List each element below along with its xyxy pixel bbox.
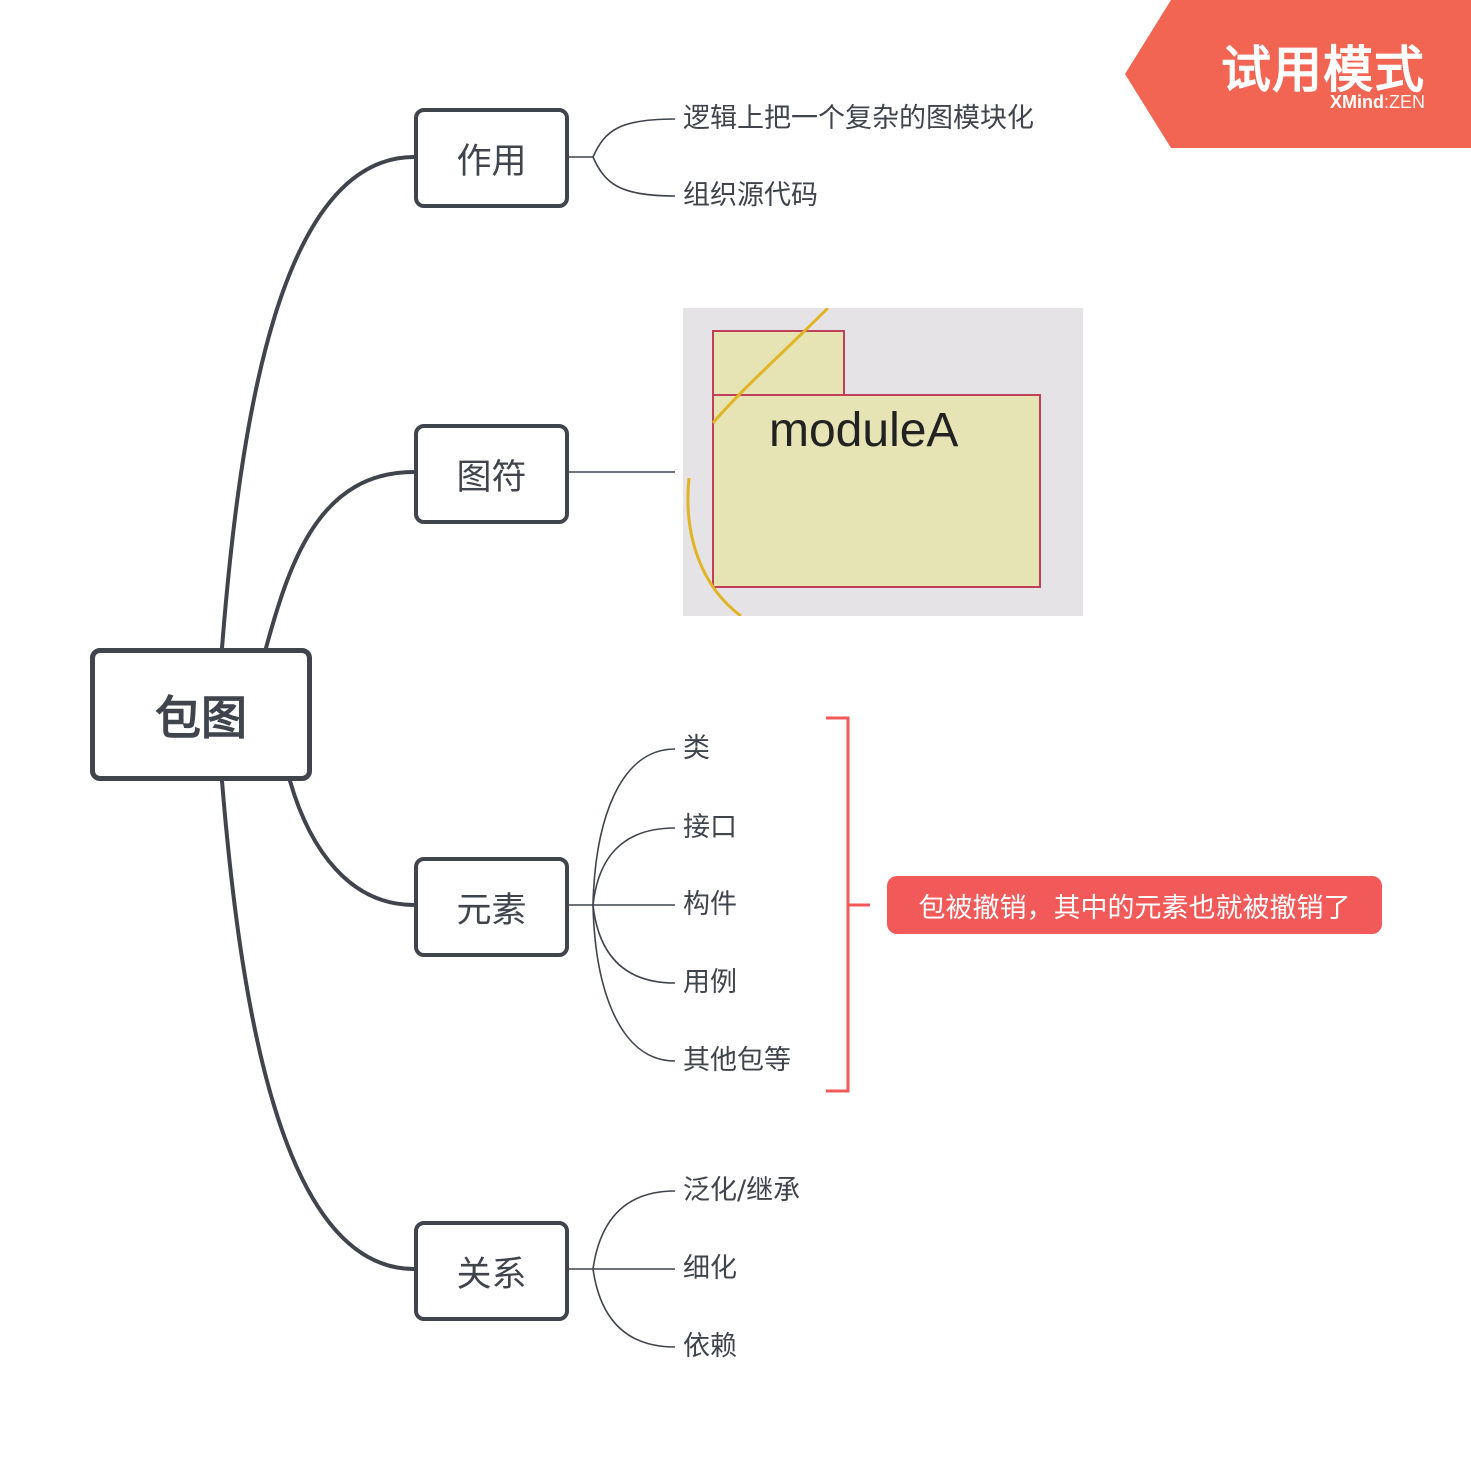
topic-yuansu[interactable]: 元素 — [414, 857, 569, 957]
package-symbol-image[interactable]: moduleA — [683, 308, 1083, 616]
central-topic[interactable]: 包图 — [90, 648, 312, 781]
brand-edition: ZEN — [1389, 92, 1425, 112]
package-name-label: moduleA — [769, 404, 958, 457]
sub-line-zuoyong-2 — [592, 156, 676, 197]
brand-name: XMind — [1329, 92, 1384, 112]
sub-line-zuoyong-1 — [568, 118, 676, 158]
topic-guanxi[interactable]: 关系 — [414, 1221, 569, 1321]
badge-shape — [1125, 0, 1471, 148]
sub-line-yuansu-4 — [592, 904, 676, 984]
sub-line-guanxi-1 — [568, 1190, 676, 1270]
subtopic-generalization[interactable]: 泛化/继承 — [683, 1175, 801, 1206]
topic-tufu[interactable]: 图符 — [414, 424, 569, 524]
branch-line-zuoyong — [220, 155, 416, 650]
sub-line-yuansu-1 — [568, 748, 676, 906]
sub-line-yuansu-2 — [592, 827, 676, 906]
subtopic-other-packages[interactable]: 其他包等 — [683, 1045, 791, 1076]
subtopic-refinement[interactable]: 细化 — [683, 1253, 737, 1284]
brand-separator: : — [1383, 92, 1389, 112]
xmind-zen-logo: XMind:ZEN — [1330, 92, 1425, 113]
summary-bracket — [826, 716, 870, 1093]
branch-line-tufu — [264, 470, 416, 650]
topic-zuoyong[interactable]: 作用 — [414, 108, 569, 208]
branch-line-yuansu — [288, 779, 416, 907]
summary-callout[interactable]: 包被撤销，其中的元素也就被撤销了 — [887, 876, 1382, 934]
subtopic-dependency[interactable]: 依赖 — [683, 1331, 737, 1362]
subtopic-modularize[interactable]: 逻辑上把一个复杂的图模块化 — [683, 103, 1034, 134]
subtopic-component[interactable]: 构件 — [683, 889, 737, 920]
sub-line-guanxi-3 — [592, 1268, 676, 1348]
subtopic-organize-source[interactable]: 组织源代码 — [683, 180, 818, 211]
subtopic-interface[interactable]: 接口 — [683, 812, 737, 843]
subtopic-use-case[interactable]: 用例 — [683, 967, 737, 998]
sub-line-yuansu-5 — [592, 904, 676, 1062]
subtopic-class[interactable]: 类 — [683, 733, 710, 764]
package-symbol-graphic: moduleA — [683, 308, 1083, 616]
trial-mode-badge[interactable]: 试用模式 XMind:ZEN — [1125, 0, 1471, 148]
trial-mode-title: 试用模式 — [1221, 41, 1425, 99]
branch-line-guanxi — [220, 779, 416, 1271]
